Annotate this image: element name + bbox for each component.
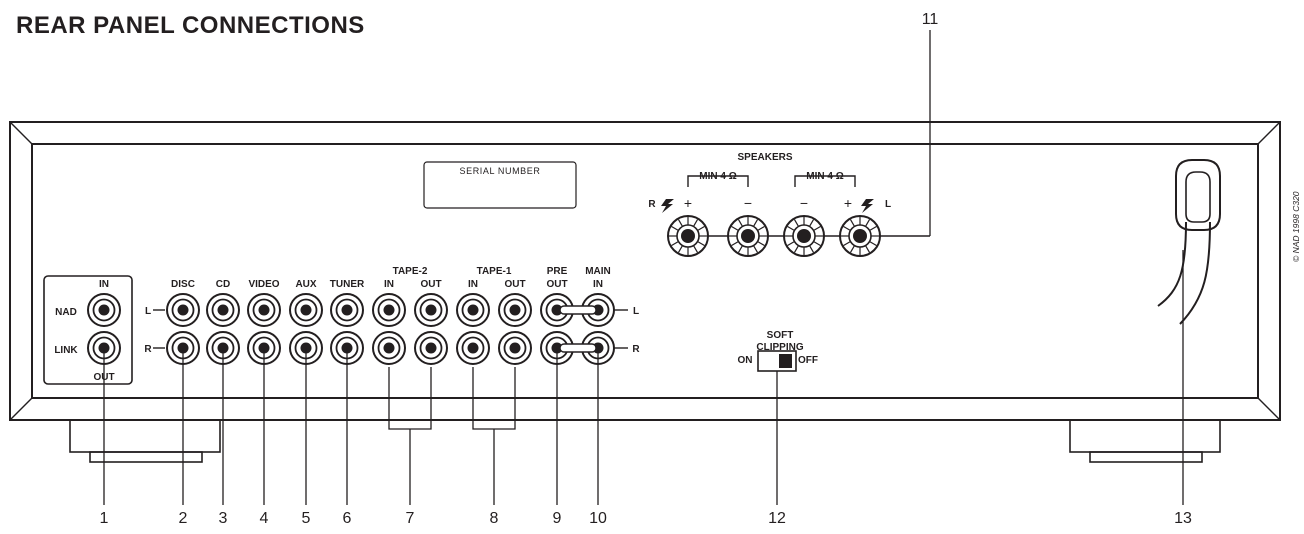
rca-jack-tape1-in-l[interactable] (456, 293, 490, 327)
input-disc-label: DISC (171, 279, 195, 290)
serial-number-label: SERIAL NUMBER (460, 166, 541, 176)
right-channel-mark-l: L (633, 306, 639, 317)
input-tape1-label: TAPE-1 (477, 266, 512, 277)
speaker-terminal-l-plus[interactable] (839, 215, 881, 257)
rca-jack-tape1-in-r[interactable] (456, 331, 490, 365)
callout-number-13: 13 (1174, 510, 1192, 527)
callout-number-5: 5 (302, 510, 311, 527)
speaker-terminal-l-minus[interactable] (783, 215, 825, 257)
pre-out-label: OUT (546, 279, 567, 290)
speaker-channel-l: L (885, 199, 891, 210)
rca-jack-main-in-l[interactable] (581, 293, 615, 327)
rca-jack-tape1-out-l[interactable] (498, 293, 532, 327)
input-tape2-out-label: OUT (420, 279, 441, 290)
speakers-min-impedance-right: MIN 4 Ω (806, 171, 843, 182)
nad-link-link-label: LINK (54, 345, 78, 356)
lightning-icon (861, 199, 874, 213)
input-cd-label: CD (216, 279, 230, 290)
callout-number-1: 1 (100, 510, 109, 527)
rca-jack-tape2-out-r[interactable] (414, 331, 448, 365)
soft-clipping-section: SOFT CLIPPING ON OFF (738, 330, 819, 366)
rca-jack-tape2-in-l[interactable] (372, 293, 406, 327)
soft-clipping-title-2: CLIPPING (756, 342, 803, 353)
rca-jack-disc-l[interactable] (166, 293, 200, 327)
soft-clipping-on-label: ON (738, 355, 753, 366)
rca-jack-tuner-l[interactable] (330, 293, 364, 327)
main-in-label: IN (593, 279, 603, 290)
speaker-r-plus-label: + (684, 195, 692, 211)
rca-jack-tape1-out-r[interactable] (498, 331, 532, 365)
callout-number-6: 6 (343, 510, 352, 527)
callout-number-10: 10 (589, 510, 607, 527)
input-tape1-in-label: IN (468, 279, 478, 290)
pre-label: PRE (547, 266, 568, 277)
callout-number-7: 7 (406, 510, 415, 527)
speaker-l-minus-label: − (800, 195, 808, 211)
nad-link-nad-label: NAD (55, 307, 77, 318)
input-aux-label: AUX (295, 279, 316, 290)
nad-link-in-label: IN (99, 279, 109, 290)
rca-jack-video-l[interactable] (247, 293, 281, 327)
rca-jack-tape2-in-r[interactable] (372, 331, 406, 365)
power-cord (1157, 159, 1221, 325)
input-tape1-out-label: OUT (504, 279, 525, 290)
callout-leaders (103, 30, 1184, 505)
callout-number-8: 8 (490, 510, 499, 527)
chassis (9, 121, 1281, 421)
rca-jack-aux-l[interactable] (289, 293, 323, 327)
speaker-terminal-r-minus[interactable] (727, 215, 769, 257)
callout-number-9: 9 (553, 510, 562, 527)
left-channel-mark-l: L (145, 306, 151, 317)
input-video-label: VIDEO (248, 279, 279, 290)
lightning-icon (661, 199, 674, 213)
callout-number-12: 12 (768, 510, 786, 527)
speaker-channel-r: R (648, 199, 656, 210)
rca-jack-nad-link-l[interactable] (87, 293, 121, 327)
right-channel-mark-r: R (632, 344, 640, 355)
callout-number-2: 2 (179, 510, 188, 527)
speakers-min-impedance-left: MIN 4 Ω (699, 171, 736, 182)
speaker-terminal-r-plus[interactable] (667, 215, 709, 257)
soft-clipping-off-label: OFF (798, 355, 818, 366)
jumper-bars (559, 305, 597, 353)
callout-number-11: 11 (922, 11, 939, 28)
rca-jack-tape2-out-l[interactable] (414, 293, 448, 327)
callout-number-3: 3 (219, 510, 228, 527)
speaker-l-plus-label: + (844, 195, 852, 211)
input-tuner-label: TUNER (330, 279, 365, 290)
speaker-r-minus-label: − (744, 195, 752, 211)
page-title: REAR PANEL CONNECTIONS (16, 12, 365, 39)
main-label: MAIN (585, 266, 611, 277)
soft-clipping-title-1: SOFT (767, 330, 794, 341)
left-channel-mark-r: R (144, 344, 152, 355)
speakers-title: SPEAKERS (737, 152, 792, 163)
copyright-text: © NAD 1998 C320 (1291, 191, 1301, 262)
right-foot (1069, 417, 1221, 463)
serial-number-plate: SERIAL NUMBER (423, 161, 577, 209)
input-labels: DISC CD VIDEO AUX TUNER TAPE-2 IN OUT TA… (171, 266, 611, 290)
rca-jack-cd-l[interactable] (206, 293, 240, 327)
speaker-terminals (667, 215, 881, 257)
input-tape2-label: TAPE-2 (393, 266, 428, 277)
input-tape2-in-label: IN (384, 279, 394, 290)
left-foot (69, 417, 221, 463)
callout-number-4: 4 (260, 510, 269, 527)
